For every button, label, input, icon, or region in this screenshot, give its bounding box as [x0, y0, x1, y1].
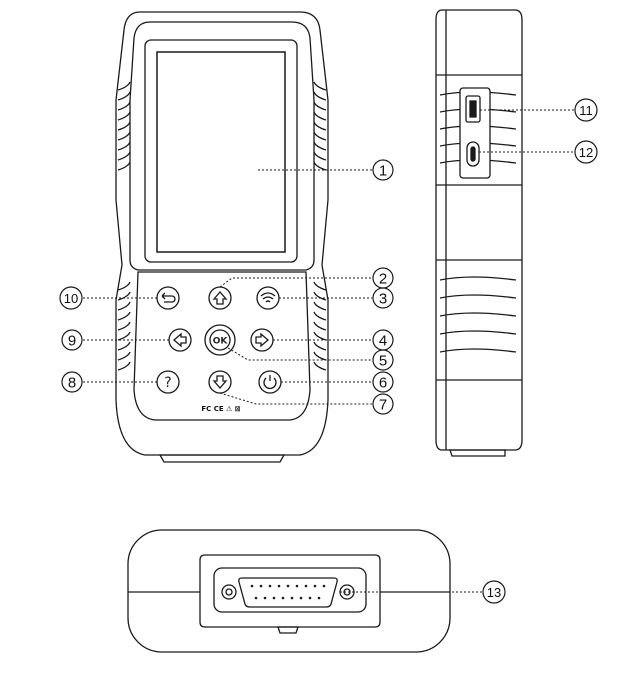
callout-1: 1: [372, 159, 394, 181]
right-arrow-icon: [255, 332, 269, 348]
up-button[interactable]: [208, 286, 232, 310]
side-view: [435, 9, 523, 457]
svg-text:13: 13: [487, 585, 501, 600]
svg-text:5: 5: [379, 353, 387, 370]
usb-a-port[interactable]: [465, 95, 481, 123]
right-button[interactable]: [250, 328, 274, 352]
obd-connector[interactable]: [221, 577, 355, 608]
svg-text:2: 2: [379, 271, 387, 288]
bottom-housing: [127, 529, 451, 653]
leader-lines: [83, 109, 574, 593]
usb-c-port[interactable]: [466, 141, 480, 167]
back-arrow-icon: [161, 292, 176, 303]
svg-text:7: 7: [379, 397, 387, 414]
ok-button-label: OK: [213, 337, 229, 347]
obd-pins: [250, 584, 326, 600]
callout-9: 9: [61, 329, 83, 351]
front-foot: [158, 454, 286, 463]
left-grip-ridges: [117, 81, 131, 371]
down-button[interactable]: [208, 370, 232, 394]
keypad-panel: [133, 271, 311, 421]
front-housing-inner: [129, 21, 315, 271]
power-icon: [263, 375, 277, 390]
svg-text:10: 10: [64, 291, 78, 306]
callout-2: 2: [372, 267, 394, 289]
callout-11: 11: [574, 98, 598, 122]
svg-text:3: 3: [379, 291, 387, 308]
back-button[interactable]: [156, 286, 180, 310]
front-view: [115, 11, 329, 463]
help-button[interactable]: ?: [156, 370, 180, 394]
callout-7: 7: [372, 393, 394, 415]
screen-frame: [144, 39, 298, 263]
screen: [156, 51, 286, 253]
callout-6: 6: [372, 371, 394, 393]
callout-3: 3: [372, 287, 394, 309]
side-housing: [435, 9, 523, 451]
connector-housing: [199, 554, 381, 628]
svg-text:12: 12: [579, 145, 593, 160]
callouts: 1 2 3 4 5 6 7 8 9 10 11 12 13: [59, 98, 598, 604]
ok-button[interactable]: OK: [204, 324, 236, 356]
up-arrow-icon: [212, 291, 228, 305]
callout-12: 12: [574, 140, 598, 164]
wireless-button[interactable]: [256, 286, 280, 310]
power-button[interactable]: [258, 370, 282, 394]
svg-text:9: 9: [68, 333, 76, 350]
front-housing-outer: [115, 11, 329, 456]
svg-text:6: 6: [379, 375, 387, 392]
callout-10: 10: [59, 286, 83, 310]
callout-13: 13: [482, 580, 506, 604]
down-arrow-icon: [212, 375, 228, 389]
svg-text:11: 11: [579, 103, 593, 118]
svg-text:4: 4: [379, 333, 387, 350]
wifi-icon: [260, 292, 276, 303]
callout-4: 4: [372, 329, 394, 351]
left-button[interactable]: [168, 328, 192, 352]
svg-text:1: 1: [379, 163, 387, 180]
keypad: OK ?: [156, 286, 282, 394]
callout-8: 8: [61, 371, 83, 393]
left-arrow-icon: [173, 332, 187, 348]
bottom-view: [127, 529, 451, 653]
callout-5: 5: [372, 349, 394, 371]
right-grip-ridges: [313, 81, 327, 371]
svg-text:8: 8: [68, 375, 76, 392]
certification-marks: FC CE ⚠ ⊠: [201, 405, 240, 413]
help-button-label: ?: [164, 375, 171, 391]
